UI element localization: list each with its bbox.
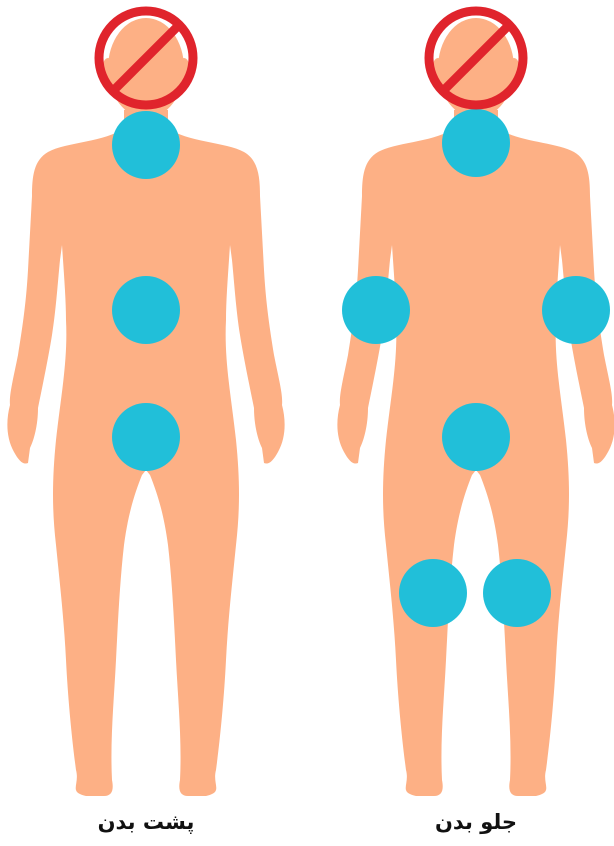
front-neck-spot [442,109,510,177]
front-left-arm-spot [342,276,410,344]
front-abdomen-spot [442,403,510,471]
back-lower-spot [112,403,180,471]
front-left-knee-spot [399,559,467,627]
back-body-figure [7,11,284,796]
front-right-knee-spot [483,559,551,627]
front-right-arm-spot [542,276,610,344]
back-body-caption: پشت بدن [46,812,246,833]
front-body-figure [337,11,614,796]
back-neck-spot [112,111,180,179]
back-mid-spot [112,276,180,344]
front-body-caption: جلو بدن [376,812,576,833]
